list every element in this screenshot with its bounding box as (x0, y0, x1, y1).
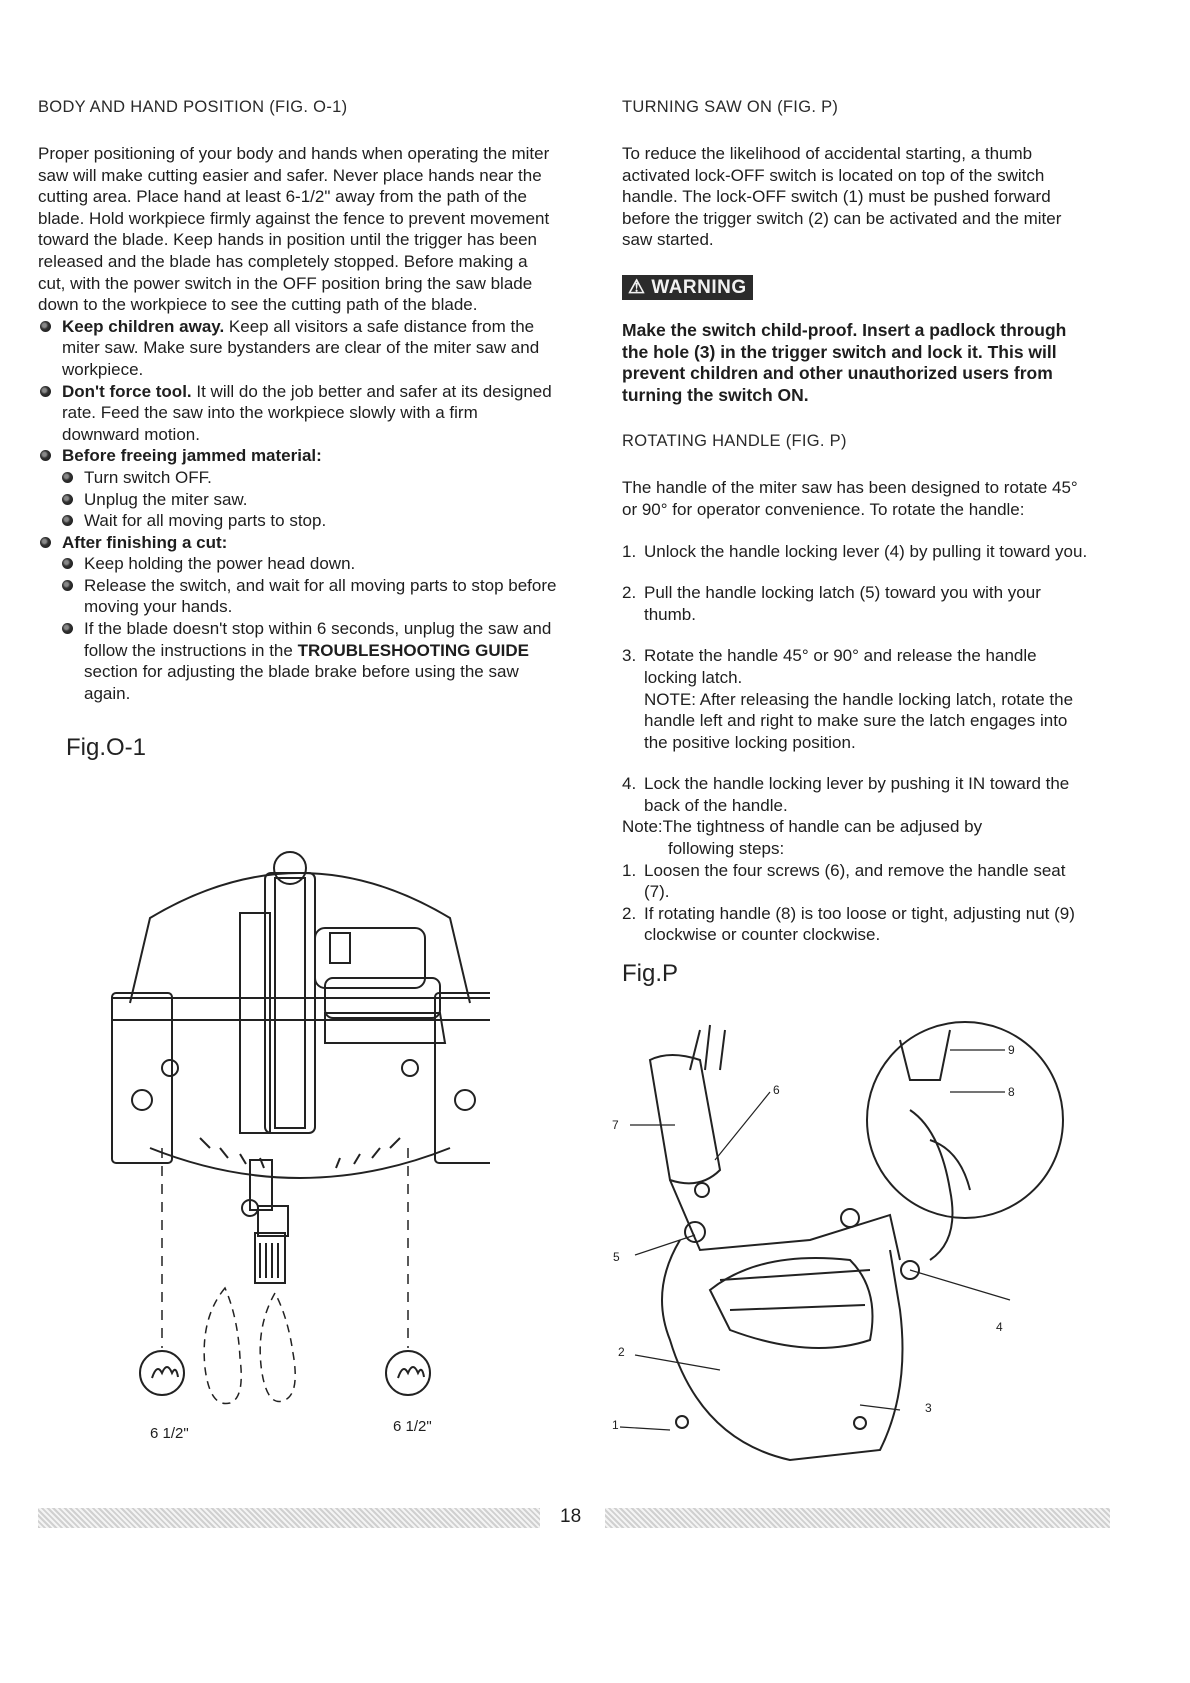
bullet-dont-force: Don't force tool. It will do the job bet… (38, 381, 558, 446)
step-4: 4.Lock the handle locking lever by pushi… (622, 774, 1070, 815)
bullet-after-cut: After finishing a cut: (38, 532, 558, 554)
troubleshooting-ref: TROUBLESHOOTING GUIDE (297, 640, 529, 660)
callout-2: 2 (618, 1345, 625, 1359)
right-column: TURNING SAW ON (FIG. P) To reduce the li… (622, 98, 1092, 988)
bullet-icon (40, 536, 51, 548)
callout-1: 1 (612, 1418, 619, 1432)
step-3-note: NOTE: After releasing the handle locking… (644, 689, 1074, 752)
heading-body-hand-position: BODY AND HAND POSITION (FIG. O-1) (38, 98, 348, 116)
sub-bullet: Turn switch OFF. (38, 467, 558, 489)
bullet-icon (62, 558, 73, 570)
bullet-text: Keep all visitors a safe distance from t… (62, 316, 540, 379)
callout-4: 4 (996, 1320, 1003, 1334)
fig-p-illustration (619, 1021, 1064, 1462)
dimension-right: 6 1/2" (393, 1418, 432, 1435)
callout-9: 9 (1008, 1043, 1015, 1057)
bullet-icon (40, 385, 51, 397)
footer-pattern-left (38, 1508, 540, 1528)
bullet-icon (62, 471, 73, 483)
step-1: 1.Unlock the handle locking lever (4) by… (622, 541, 1088, 561)
warning-text: Make the switch child-proof. Insert a pa… (622, 319, 1067, 405)
intro-paragraph: Proper positioning of your body and hand… (38, 144, 550, 315)
bullet-bold: After finishing a cut: (62, 532, 228, 552)
warning-badge: ⚠ WARNING (622, 274, 753, 300)
step-3: 3.Rotate the handle 45° or 90° and relea… (622, 646, 1074, 752)
bullet-text: It will do the job better and safer at i… (62, 381, 552, 444)
bullet-icon (62, 515, 73, 527)
sub-bullet: Unplug the miter saw. (38, 489, 558, 511)
page-number: 18 (560, 1506, 582, 1527)
warning-label: WARNING (651, 276, 747, 298)
bullet-jammed: Before freeing jammed material: (38, 445, 558, 467)
tightness-note: Note:The tightness of handle can be adju… (622, 817, 983, 837)
callout-7: 7 (612, 1118, 619, 1132)
warning-triangle-icon: ⚠ (628, 276, 646, 298)
sub-bullet: Release the switch, and wait for all mov… (38, 575, 558, 618)
callout-5: 5 (613, 1250, 620, 1264)
left-column: BODY AND HAND POSITION (FIG. O-1) Proper… (38, 98, 558, 762)
fig-o1-illustration (111, 851, 490, 1405)
callout-3: 3 (925, 1401, 932, 1415)
note-step-1: 1.Loosen the four screws (6), and remove… (622, 860, 1066, 902)
bullet-icon (62, 579, 73, 591)
turning-saw-paragraph: To reduce the likelihood of accidental s… (622, 144, 1062, 250)
fig-o1-label: Fig.O-1 (66, 734, 147, 762)
bullet-icon (62, 493, 73, 505)
dimension-left: 6 1/2" (150, 1425, 189, 1442)
bullet-icon (62, 623, 73, 635)
footer-pattern-right (605, 1508, 1110, 1528)
callout-6: 6 (773, 1083, 780, 1097)
bullet-keep-children: Keep children away. Keep all visitors a … (38, 316, 558, 381)
bullet-bold: Don't force tool. (62, 381, 192, 401)
heading-turning-saw-on: TURNING SAW ON (FIG. P) (622, 98, 839, 116)
bullet-icon (40, 320, 51, 332)
step-2: 2.Pull the handle locking latch (5) towa… (622, 583, 1041, 624)
note-step-2: 2.If rotating handle (8) is too loose or… (622, 903, 1075, 945)
bullet-bold: Before freeing jammed material: (62, 446, 322, 466)
rotating-handle-paragraph: The handle of the miter saw has been des… (622, 478, 1078, 519)
sub-bullet: Wait for all moving parts to stop. (38, 510, 558, 532)
fig-p-label: Fig.P (622, 960, 679, 988)
sub-bullet: Keep holding the power head down. (38, 553, 558, 575)
bullet-icon (40, 450, 51, 462)
bullet-bold: Keep children away. (62, 316, 225, 336)
tightness-note-cont: following steps: (668, 839, 785, 859)
sub-bullet: If the blade doesn't stop within 6 secon… (38, 618, 558, 704)
callout-8: 8 (1008, 1085, 1015, 1099)
heading-rotating-handle: ROTATING HANDLE (FIG. P) (622, 432, 847, 451)
